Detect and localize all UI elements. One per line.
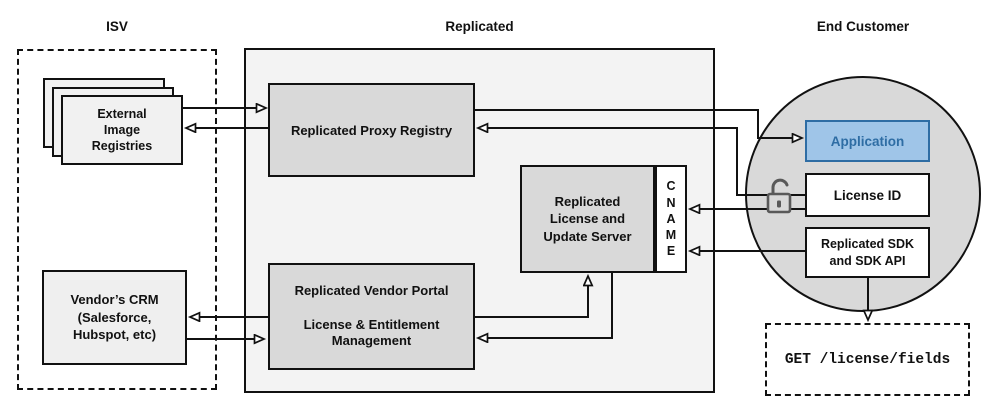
license-id-node: License ID (805, 173, 930, 217)
application-label: Application (830, 133, 905, 149)
replicated-license-update-server-node: Replicated License and Update Server (520, 165, 655, 273)
get-license-fields-box: GET /license/fields (765, 323, 970, 396)
replicated-vendor-portal-node: Replicated Vendor Portal License & Entit… (268, 263, 475, 370)
external-image-registries-label: External Image Registries (91, 106, 153, 154)
isv-section-boundary (17, 49, 217, 390)
vendors-crm-node: Vendor’s CRM (Salesforce, Hubspot, etc) (42, 270, 187, 365)
replicated-sdk-node: Replicated SDK and SDK API (805, 227, 930, 278)
replicated-vendor-portal-label: Replicated Vendor Portal License & Entit… (294, 282, 449, 349)
replicated-section-title: Replicated (445, 19, 514, 34)
application-node: Application (805, 120, 930, 162)
vendors-crm-label: Vendor’s CRM (Salesforce, Hubspot, etc) (70, 292, 159, 343)
replicated-license-update-server-label: Replicated License and Update Server (543, 193, 632, 244)
replicated-proxy-registry-node: Replicated Proxy Registry (268, 83, 475, 177)
replicated-sdk-label: Replicated SDK and SDK API (820, 237, 915, 268)
replicated-proxy-registry-label: Replicated Proxy Registry (290, 122, 453, 138)
cname-strip: C N A M E (655, 165, 687, 273)
get-license-fields-label: GET /license/fields (784, 351, 951, 368)
end-customer-section-title: End Customer (816, 19, 910, 34)
isv-section-title: ISV (106, 19, 128, 34)
license-id-label: License ID (833, 187, 902, 203)
external-image-registries-node: External Image Registries (61, 95, 183, 165)
cname-label: C N A M E (665, 179, 677, 259)
